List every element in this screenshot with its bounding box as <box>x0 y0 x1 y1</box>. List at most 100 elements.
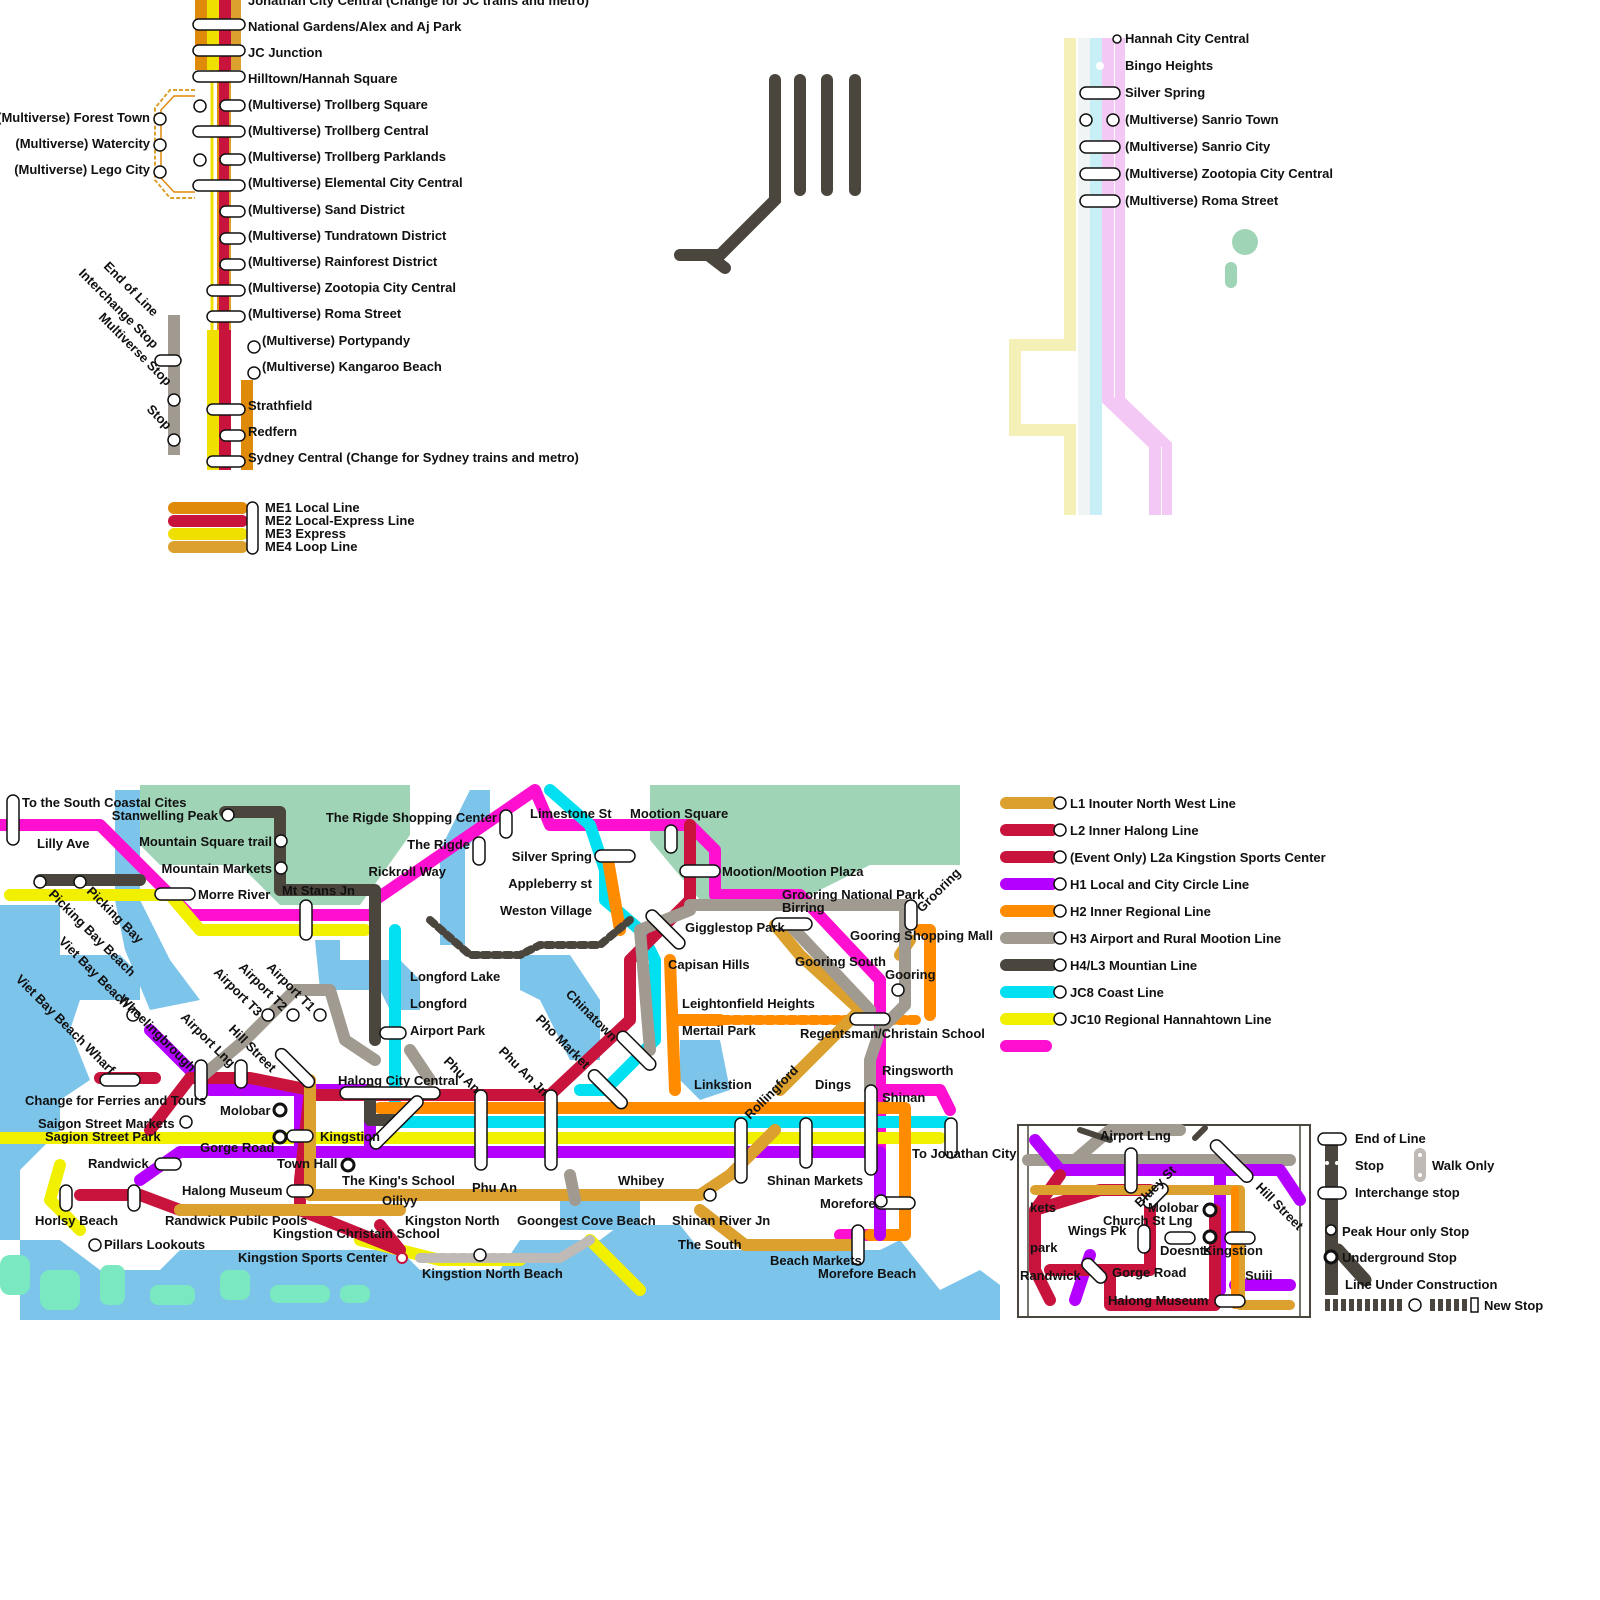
label-kingstion-nb: Kingstion North Beach <box>422 1266 563 1281</box>
station-marker <box>6 794 20 846</box>
label-gorge: Gorge Road <box>200 1140 274 1155</box>
inset-edge <box>1017 1124 1029 1318</box>
label-randwick: Randwick <box>88 1156 149 1171</box>
palepink-line <box>1102 38 1161 515</box>
me-legend-2: ME3 Express <box>265 526 346 541</box>
construction-gray <box>415 1235 595 1263</box>
station-marker <box>891 983 905 997</box>
label-mt-stans: Mt Stans Jn <box>282 883 355 898</box>
park-dot <box>1232 229 1258 255</box>
key-stop-dot <box>1335 1161 1339 1165</box>
me-loop-station-0: (Multiverse) Forest Town <box>0 110 150 125</box>
me-station-13: (Multiverse) Portypandy <box>262 333 411 348</box>
label-longford-lake: Longford Lake <box>410 969 500 984</box>
legend-marker <box>1053 958 1067 972</box>
label-gooring: Gooring <box>885 967 936 982</box>
label-the-south: The South <box>678 1237 742 1252</box>
me-station-0: Jonathan City Central (Change for JC tra… <box>248 0 589 8</box>
station-marker <box>221 808 235 822</box>
legend-swatch-h3 <box>1000 932 1058 944</box>
station-marker <box>499 809 513 839</box>
me-station-17: Sydney Central (Change for Sydney trains… <box>248 450 579 465</box>
me-station-4: (Multiverse) Trollberg Square <box>248 97 428 112</box>
station-marker <box>154 1157 182 1171</box>
label-gooring-south: Gooring South <box>795 954 886 969</box>
mint-blob <box>220 1270 250 1300</box>
station-marker <box>313 1008 327 1022</box>
station-marker <box>339 1086 441 1100</box>
hannah-stop <box>1112 34 1122 44</box>
label-kingstion-cs: Kingstion Christain School <box>273 1226 440 1241</box>
inset-marker <box>1081 1257 1108 1284</box>
legend-label-1: L2 Inner Halong Line <box>1070 823 1199 838</box>
label-kingstion-sc: Kingstion Sports Center <box>238 1250 388 1265</box>
key-new-stop-marker <box>1408 1298 1422 1312</box>
me1-lower <box>241 380 253 470</box>
label-longford: Longford <box>410 996 467 1011</box>
park-motion <box>650 785 960 900</box>
legend-swatch-pink <box>1000 1040 1052 1052</box>
me4-line-trunk <box>231 0 241 70</box>
l1-line <box>174 919 916 1251</box>
me-key-stop <box>167 433 181 447</box>
label-pillars: Pillars Lookouts <box>104 1237 205 1252</box>
label-morre: Morre River <box>198 887 270 902</box>
label-appleberry: Appleberry st <box>508 876 592 891</box>
legend-label-2: (Event Only) L2a Kingstion Sports Center <box>1070 850 1326 865</box>
hannah-station-5: (Multiverse) Zootopia City Central <box>1125 166 1333 181</box>
inset-molobar: Molobar <box>1148 1200 1199 1215</box>
station-marker <box>874 1194 888 1208</box>
inset-kets: kets <box>1030 1200 1056 1215</box>
city-inset-map: Airport Lng Bluey St Molobar kets Church… <box>1017 1124 1311 1318</box>
label-kingstion: Kingstion <box>320 1129 380 1144</box>
key-walk-swatch <box>1414 1148 1426 1182</box>
me-stop-marker <box>206 403 246 416</box>
station-marker <box>99 1073 141 1087</box>
station-marker <box>179 1115 193 1129</box>
hannah-station-markers <box>1079 34 1122 208</box>
me-stop-marker <box>192 179 246 192</box>
station-marker <box>703 1188 717 1202</box>
label-motion-sq: Mootion Square <box>630 806 728 821</box>
legend-row: JC10 Regional Hannahtown Line <box>1000 1012 1272 1027</box>
me-station-6: (Multiverse) Trollberg Parklands <box>248 149 446 164</box>
key-branch <box>1331 1243 1372 1287</box>
hannah-stop <box>1079 140 1121 154</box>
station-marker <box>616 1030 657 1071</box>
hannah-station-2: Silver Spring <box>1125 85 1205 100</box>
me-stop-marker <box>219 99 246 112</box>
jc10-line <box>0 889 946 1296</box>
legend-row: H3 Airport and Rural Mootion Line <box>1000 931 1281 946</box>
inset-suiii: Suiii <box>1245 1268 1272 1283</box>
me1-legend-swatch <box>168 502 248 514</box>
key-end-label: End of Line <box>1355 1131 1426 1146</box>
label-regentsman: Regentsman/Christain School <box>800 1026 985 1041</box>
legend-marker <box>1053 904 1067 918</box>
hannah-station-6: (Multiverse) Roma Street <box>1125 193 1279 208</box>
me-stop-marker <box>219 205 246 218</box>
station-marker <box>664 824 678 854</box>
me-stop-marker <box>247 340 261 354</box>
station-marker <box>274 1047 316 1089</box>
station-marker <box>234 1059 248 1089</box>
key-underground-label: Underground Stop <box>1342 1250 1457 1265</box>
me3-lower <box>207 330 219 470</box>
label-south-coastal: To the South Coastal Cites <box>22 795 186 810</box>
key-interchange-marker <box>1317 1186 1347 1200</box>
label-silver-spring: Silver Spring <box>512 849 592 864</box>
palepink-line-2 <box>1115 38 1172 515</box>
legend-label-3: H1 Local and City Circle Line <box>1070 877 1249 892</box>
me-stop-marker <box>219 429 246 442</box>
station-marker <box>849 1012 891 1026</box>
key-interchange-label: Interchange stop <box>1355 1185 1460 1200</box>
me-station-5: (Multiverse) Trollberg Central <box>248 123 429 138</box>
station-marker <box>679 864 721 878</box>
legend-swatch-h1 <box>1000 878 1058 890</box>
legend-swatch-jc8 <box>1000 986 1058 998</box>
station-marker <box>286 1184 314 1198</box>
me-stop-marker <box>192 125 246 138</box>
label-gigglestop: Gigglestop Park <box>685 920 785 935</box>
legend-row: L2 Inner Halong Line <box>1000 823 1199 838</box>
hannah-stop <box>1079 86 1121 100</box>
inset-marker <box>1137 1224 1151 1254</box>
